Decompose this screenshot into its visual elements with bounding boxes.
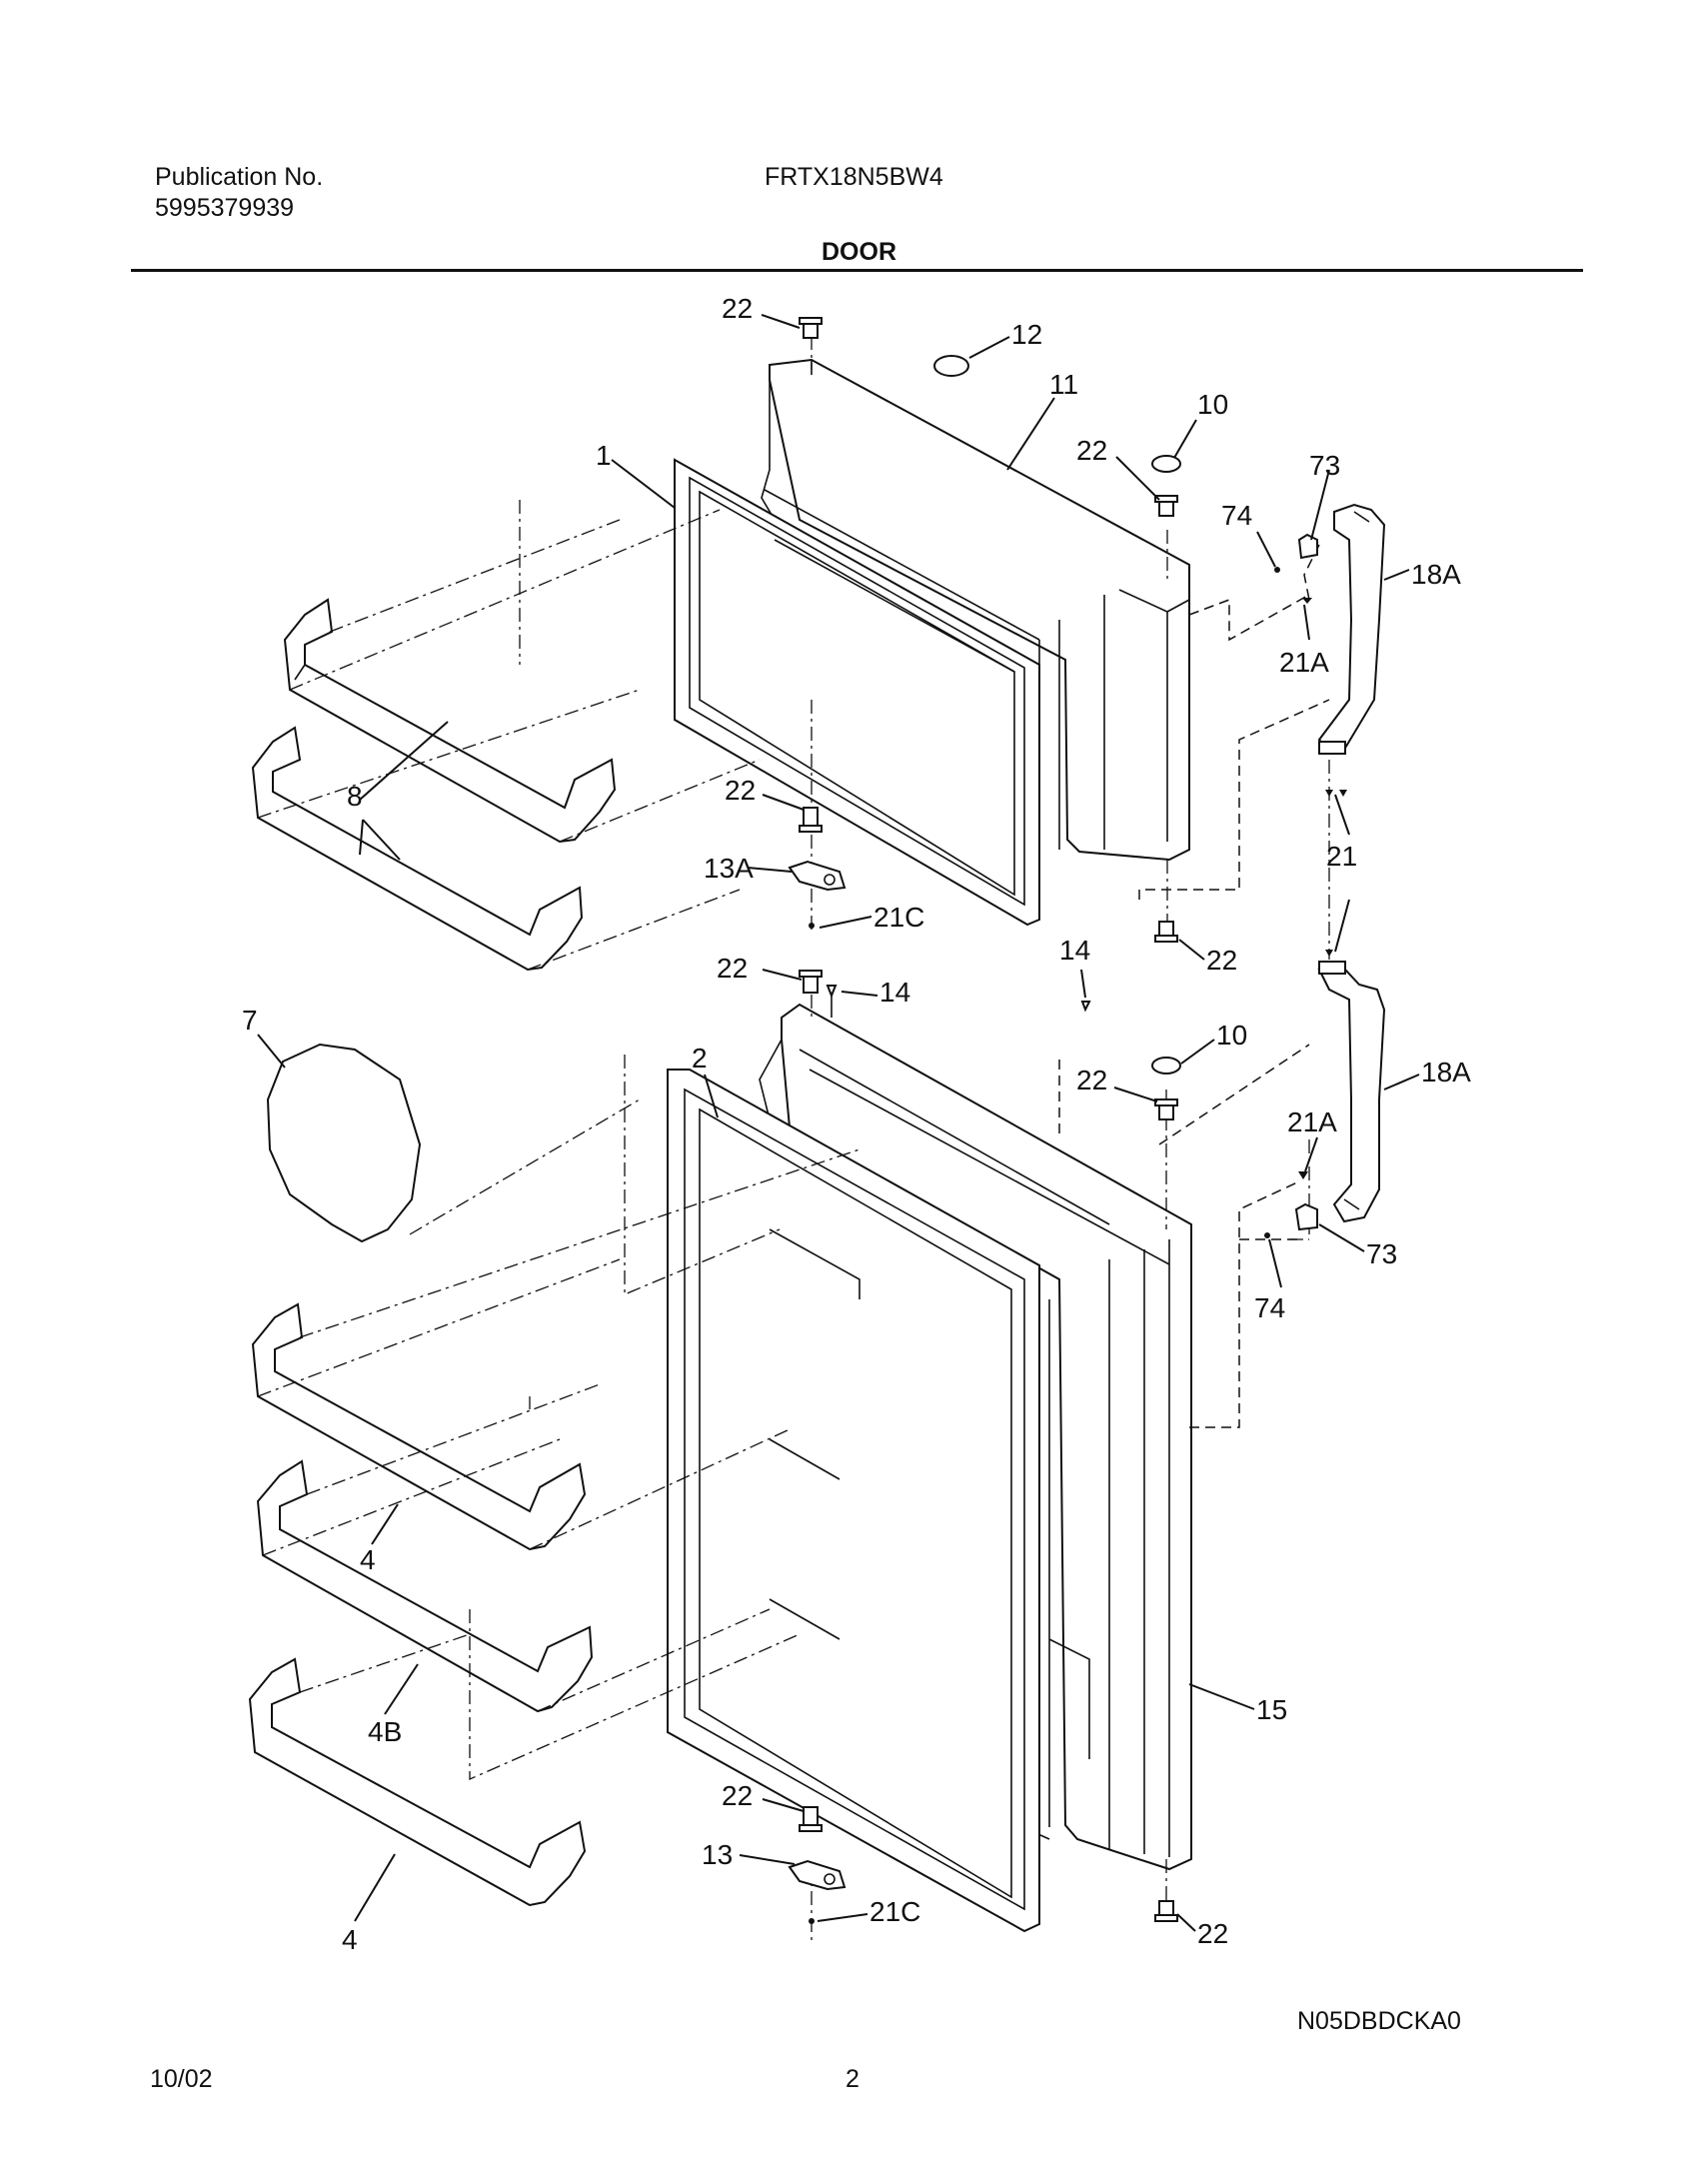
handle-18A-bottom — [1317, 961, 1386, 1223]
fresh-food-door-gasket-2 — [667, 1069, 1040, 1933]
page-number: 2 — [846, 2065, 859, 2093]
callout-4-lower: 4 — [342, 1924, 358, 1955]
hinge-pin-22-freezer-bottom — [799, 807, 823, 833]
door-shelf-rail-4-upper — [251, 1302, 587, 1551]
callout-4-upper: 4 — [360, 1544, 376, 1575]
diagram-code: N05DBDCKA0 — [1297, 2007, 1461, 2035]
callout-21: 21 — [1326, 841, 1357, 872]
callout-22-fresh-top: 22 — [717, 953, 748, 984]
screw-21C-bottom — [809, 1918, 815, 1924]
callout-18A-bottom: 18A — [1421, 1057, 1471, 1088]
callout-22-fresh-right: 22 — [1076, 1065, 1107, 1095]
publication-label: Publication No. — [155, 163, 324, 191]
screw-74-bottom — [1264, 1232, 1270, 1238]
callout-13: 13 — [702, 1839, 733, 1870]
callout-13A: 13A — [704, 853, 754, 884]
callout-22-fresh-bottom-right: 22 — [1197, 1918, 1228, 1949]
hinge-pin-22-fresh-bottom-right — [1154, 1900, 1178, 1922]
callout-22-fresh-bottom: 22 — [722, 1780, 753, 1811]
callout-22-upper-right: 22 — [1076, 435, 1107, 466]
screw-14 — [1080, 1001, 1091, 1013]
callout-14-small: 14 — [1059, 935, 1090, 966]
callout-74-bottom: 74 — [1254, 1292, 1285, 1323]
screw-21A-bottom — [1298, 1171, 1308, 1179]
callout-74-top: 74 — [1221, 500, 1252, 531]
screw-14-small — [826, 985, 838, 1018]
door-shelf-rail-4B — [256, 1459, 594, 1713]
screw-74-top — [1274, 567, 1280, 573]
callout-7: 7 — [242, 1005, 258, 1036]
plug-12 — [933, 355, 969, 377]
hinge-pin-22-freezer-right-bottom — [1154, 921, 1178, 943]
publication-number: 5995379939 — [155, 194, 295, 222]
plug-10-top — [1151, 455, 1181, 473]
footer-date: 10/02 — [150, 2065, 213, 2093]
freezer-door-gasket-1 — [674, 458, 1040, 927]
callout-73-bottom: 73 — [1366, 1238, 1397, 1269]
end-cap-73-bottom — [1294, 1202, 1318, 1231]
hinge-bracket-13 — [788, 1859, 847, 1891]
dairy-cover-7 — [266, 1043, 422, 1243]
freezer-shelf-rail-8-upper — [283, 598, 617, 844]
callout-15: 15 — [1256, 1694, 1287, 1725]
callout-21C-top: 21C — [873, 902, 924, 933]
callout-22-freezer-right-bottom: 22 — [1206, 945, 1237, 976]
callout-21A-top: 21A — [1279, 647, 1329, 678]
callout-8: 8 — [347, 781, 363, 812]
callout-2: 2 — [692, 1043, 708, 1074]
hinge-pin-22-top — [799, 317, 823, 339]
callout-10-bottom: 10 — [1216, 1020, 1247, 1051]
callout-10-top: 10 — [1197, 389, 1228, 420]
hinge-bracket-13A — [788, 860, 847, 892]
screw-21A-top — [1302, 598, 1312, 604]
header-rule — [131, 269, 1583, 272]
plug-10-bottom — [1151, 1057, 1181, 1075]
handle-18A-top — [1317, 503, 1386, 755]
hinge-pin-22-upper-right — [1154, 495, 1178, 517]
callout-18A-top: 18A — [1411, 559, 1461, 590]
freezer-shelf-rail-8-lower — [251, 726, 584, 972]
callout-14: 14 — [879, 977, 910, 1008]
callout-21A-bottom: 21A — [1287, 1106, 1337, 1137]
callout-73-top: 73 — [1309, 450, 1340, 481]
hinge-pin-22-fresh-bottom — [799, 1806, 823, 1832]
hinge-pin-22-fresh-top — [799, 970, 823, 994]
section-title: DOOR — [822, 238, 896, 266]
callout-22-top: 22 — [722, 293, 753, 324]
screw-21-upper-b — [1339, 790, 1347, 797]
callout-22-freezer-bottom: 22 — [725, 775, 756, 806]
hinge-pin-22-fresh-right — [1154, 1098, 1178, 1120]
callout-11: 11 — [1049, 369, 1078, 400]
callout-12: 12 — [1011, 319, 1042, 350]
callout-1: 1 — [596, 440, 612, 471]
screw-21C-top — [809, 923, 815, 929]
callout-21C-bottom: 21C — [869, 1896, 920, 1927]
model-number: FRTX18N5BW4 — [765, 163, 943, 191]
door-shelf-rail-4-lower — [248, 1657, 587, 1907]
callout-4B: 4B — [368, 1716, 402, 1747]
end-cap-73-top — [1297, 533, 1318, 560]
